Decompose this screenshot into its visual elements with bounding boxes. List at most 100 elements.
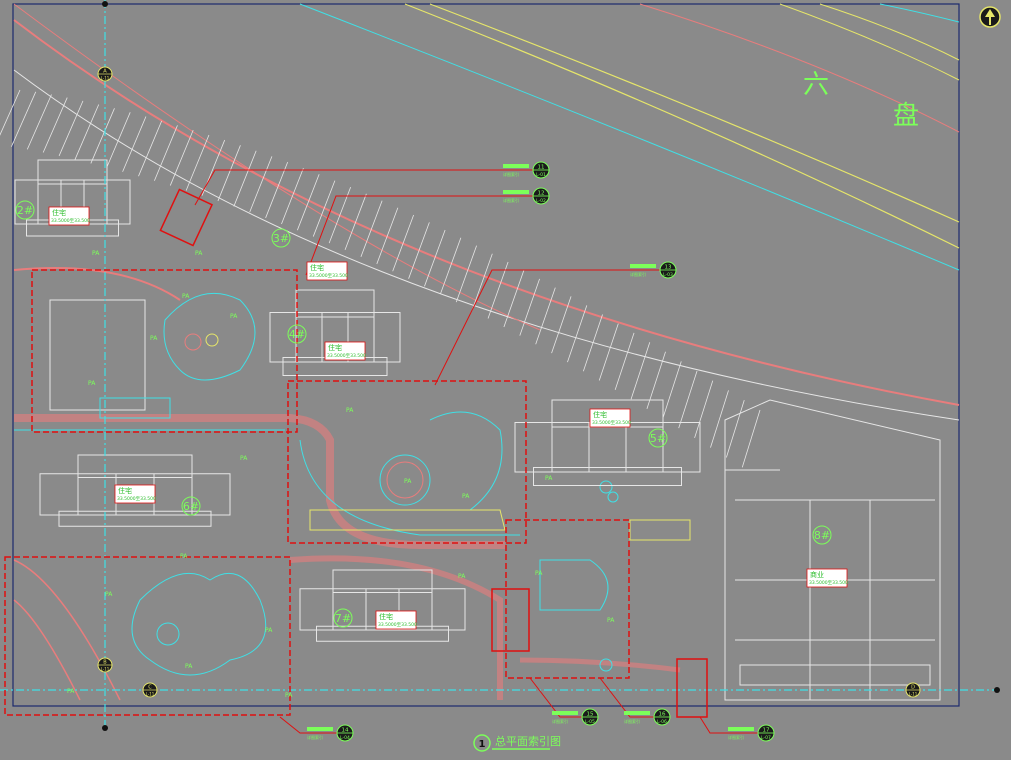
parking-stall-line [741,409,761,468]
parking-stall-line [58,100,84,157]
building-label-sub: 33.5000至33.500 [327,353,366,359]
building-block [299,569,466,642]
parking-stall-line [551,296,572,354]
parking-stall-line [90,108,115,164]
callout-number: 14 [342,728,349,734]
callout-caption: 详图索引 [503,171,519,177]
parking-stall-line [360,200,383,257]
parking-stall-line [630,342,651,400]
callout-number: 15 [587,712,594,718]
parking-stall-line [296,174,320,231]
building-outline [39,473,231,516]
callout-number: 11 [538,165,545,171]
axis-mark-sheet: L-11 [101,667,110,672]
detail-callout: 详图索引 11L-01 [503,161,550,179]
title-text: 总平面索引图 [495,734,561,748]
building-number-badge: 4# [287,324,307,344]
axis-mark: AL-11 [97,66,113,82]
building-label-name: 商业 [810,570,824,579]
callout-sheet: L-06 [657,719,667,725]
label-box [306,261,348,281]
axis-mark-sheet: L-11 [909,692,918,697]
drawing-title: 1 总平面索引图 [473,734,561,752]
road-name-char-1: 六 [803,70,829,100]
callout-caption: 详图索引 [630,271,646,277]
building-label-name: 住宅 [118,486,132,495]
parking-stall-line [614,332,635,390]
badge-ring [181,496,201,516]
pa-tag: PA [230,313,238,320]
building-footprints [14,159,701,642]
building-number: 3# [273,232,289,245]
detail-callout: 详图索引 14L-04 [307,724,354,742]
pa-tag: PA [404,478,412,485]
parking-stall-line [26,94,52,150]
building-outline [269,312,401,363]
parking-stall-line [487,261,509,319]
building-label-name: 住宅 [310,263,324,272]
badge-ring [287,324,307,344]
landscape-features [49,292,691,676]
pa-tag: PA [180,553,188,560]
axis-mark-sheet: L-11 [146,692,155,697]
pa-tag: PA [195,250,203,257]
parking-stall-line [376,207,399,265]
building-number: 4# [289,328,305,341]
building-core [77,454,193,478]
callout-sheet: L-01 [536,172,546,178]
parking-stall-line [503,270,525,328]
pa-tag: PA [92,250,100,257]
parking-stalls [0,89,761,468]
road-name-char-2: 盘 [893,101,919,131]
callout-sheet: L-07 [761,735,771,741]
parking-stall-line [582,314,603,372]
parking-stall-line [42,97,68,153]
building-wing [58,510,212,527]
callout-sheet: L-02 [536,198,546,204]
building-core [295,289,375,318]
parking-stall-line [678,370,698,429]
parking-stall-line [471,253,493,311]
parking-stall-line [519,278,540,336]
pa-tag: PA [67,688,75,695]
parking-stall-line [249,156,273,213]
detail-index-boxes [4,188,708,718]
parking-stall-line [169,129,194,186]
parking-stall-line [154,125,178,181]
building-label-sub: 33.5000至33.500 [117,496,156,502]
label-box [48,206,90,226]
callout-caption: 详图索引 [728,734,744,740]
callout-sheet: L-04 [340,735,350,741]
road-lines [13,3,960,421]
building-label-name: 住宅 [379,612,393,621]
parking-stall-line [439,237,462,295]
badge-ring [15,200,35,220]
parking-stall-line [408,222,430,279]
axis-mark-label: D [911,685,915,691]
building-label-name: 住宅 [328,343,342,352]
pa-tag: PA [88,380,96,387]
callout-number: 12 [538,191,545,197]
callout-caption: 详图索引 [307,734,323,740]
parking-stall-line [646,351,666,409]
parking-stall-line [725,400,745,458]
parking-stall-line [74,104,100,160]
parking-stall-line [233,150,257,207]
axis-mark-label: B [103,660,107,666]
parking-stall-line [567,305,588,363]
building-label-sub: 33.5000至33.500 [378,622,417,628]
building-wing [533,467,682,486]
badge-ring [812,525,832,545]
building-block [269,289,401,376]
label-box [324,341,366,361]
parking-stall-line [138,120,163,177]
badge-ring [648,428,668,448]
building-label-sub: 33.5000至33.500 [51,218,90,224]
callout-symbol-layer: 详图索引11L-01详图索引12L-02详图索引13L-03详图索引14L-04… [307,161,775,742]
